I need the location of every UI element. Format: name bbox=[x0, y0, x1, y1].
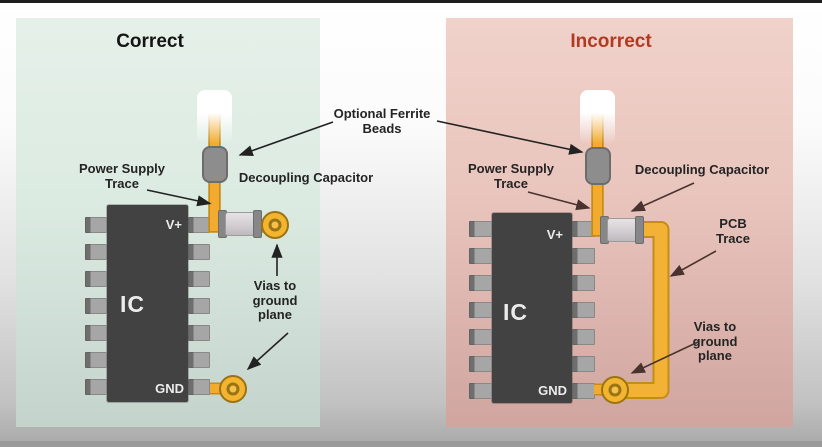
arrow-ferrite-right bbox=[436, 120, 584, 155]
ic-pin bbox=[85, 244, 107, 260]
label-power-supply-trace-right: Power Supply Trace bbox=[468, 161, 554, 191]
arrow-power-trace-left bbox=[146, 189, 212, 207]
via-hole bbox=[608, 383, 622, 397]
ic-label: IC bbox=[503, 299, 528, 325]
via-left-bottom bbox=[219, 375, 247, 403]
label-decoupling-capacitor-left: Decoupling Capacitor bbox=[238, 170, 374, 185]
decoupling-capacitor-right bbox=[600, 216, 644, 244]
vplus-pin-label: V+ bbox=[546, 227, 563, 242]
ic-pin bbox=[572, 221, 595, 237]
ic-pin bbox=[469, 356, 492, 372]
ic-pin bbox=[188, 379, 210, 395]
ic-pin bbox=[188, 325, 210, 341]
ferrite-bead-right bbox=[585, 147, 611, 185]
arrow-power-trace-right bbox=[527, 191, 591, 211]
label-optional-ferrite-beads: Optional Ferrite Beads bbox=[333, 106, 431, 136]
ic-label: IC bbox=[120, 291, 145, 317]
ic-pin bbox=[188, 271, 210, 287]
ic-pin bbox=[469, 221, 492, 237]
via-hole bbox=[268, 218, 282, 232]
ic-pin bbox=[85, 298, 107, 314]
ic-correct: IC V+ GND bbox=[107, 205, 188, 402]
label-pcb-trace: PCB Trace bbox=[716, 216, 750, 246]
capacitor-terminal bbox=[635, 216, 644, 244]
via-right-bottom bbox=[601, 376, 629, 404]
arrow-via-right bbox=[630, 341, 699, 374]
ic-pin bbox=[572, 329, 595, 345]
right-pcb-trace bbox=[616, 223, 668, 397]
ic-pin bbox=[85, 352, 107, 368]
ic-pin bbox=[572, 356, 595, 372]
ic-pin bbox=[188, 352, 210, 368]
ic-pin bbox=[85, 379, 107, 395]
vplus-pin-label: V+ bbox=[165, 217, 182, 232]
ic-pin bbox=[572, 302, 595, 318]
label-decoupling-capacitor-right: Decoupling Capacitor bbox=[634, 162, 770, 177]
ic-pin bbox=[469, 329, 492, 345]
label-vias-to-ground-right: Vias to ground plane bbox=[692, 319, 738, 363]
top-edge-bar bbox=[0, 0, 822, 3]
correct-title: Correct bbox=[116, 31, 184, 52]
ic-pin bbox=[469, 302, 492, 318]
arrow-ferrite-left bbox=[238, 121, 334, 156]
arrow-via-down-left bbox=[246, 332, 289, 371]
ic-pin bbox=[572, 248, 595, 264]
incorrect-title: Incorrect bbox=[570, 31, 652, 52]
ic-pin bbox=[469, 248, 492, 264]
bottom-edge-bar bbox=[0, 441, 822, 447]
label-power-supply-trace-left: Power Supply Trace bbox=[79, 161, 165, 191]
ic-pin bbox=[572, 275, 595, 291]
ferrite-bead-left bbox=[202, 146, 228, 183]
capacitor-body bbox=[225, 212, 255, 236]
gnd-pin-label: GND bbox=[538, 383, 567, 398]
arrow-decoupling-right bbox=[630, 182, 695, 212]
ic-pin bbox=[85, 325, 107, 341]
via-hole bbox=[226, 382, 240, 396]
via-left-top bbox=[261, 211, 289, 239]
ic-pin bbox=[188, 217, 210, 233]
ic-pin bbox=[188, 244, 210, 260]
ic-pin bbox=[188, 298, 210, 314]
ic-incorrect: IC V+ GND bbox=[492, 213, 572, 403]
ic-pin bbox=[85, 271, 107, 287]
ic-pin bbox=[469, 275, 492, 291]
decoupling-capacitor-left bbox=[218, 210, 262, 238]
label-vias-to-ground-left: Vias to ground plane bbox=[252, 278, 298, 322]
trace-fade-right bbox=[580, 90, 615, 144]
ic-pin bbox=[572, 383, 595, 399]
ic-pin bbox=[85, 217, 107, 233]
gnd-pin-label: GND bbox=[155, 381, 184, 396]
ic-pin bbox=[469, 383, 492, 399]
arrow-pcb-trace bbox=[669, 250, 717, 277]
trace-fade-left bbox=[197, 90, 232, 144]
